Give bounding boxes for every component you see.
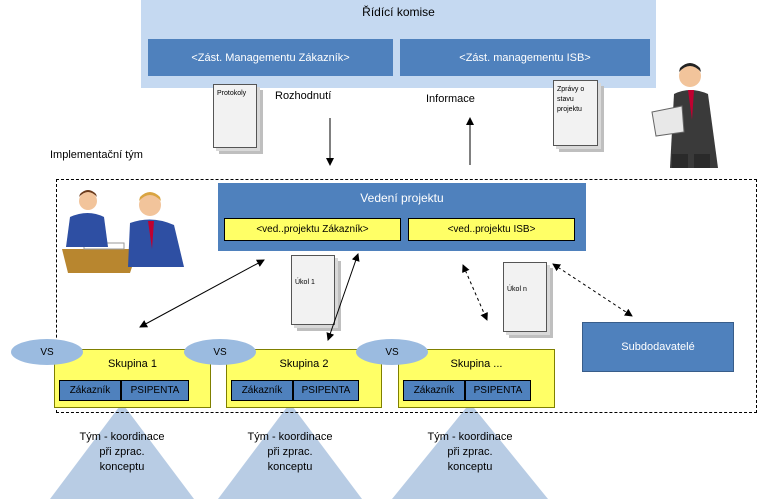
project-management-title: Vedení projektu <box>360 191 444 205</box>
steering-customer-box: <Zást. Managementu Zákazník> <box>148 39 393 76</box>
steering-title: Řídící komise <box>362 5 435 19</box>
informace-label: Informace <box>426 93 475 105</box>
ukoln-document: Úkol n <box>503 262 547 332</box>
triangle-2-line2: při zprac. <box>267 446 313 458</box>
group-2-psipenta-cell: PSIPENTA <box>293 380 359 401</box>
group-3-box: Skupina ... Zákazník PSIPENTA <box>398 349 555 408</box>
vs-badge-2: VS <box>184 339 256 365</box>
triangle-2-line1: Tým - koordinace <box>247 431 333 443</box>
group-1-title: Skupina 1 <box>108 358 157 370</box>
triangle-3-text: Tým - koordinace při zprac. konceptu <box>410 430 530 475</box>
triangle-3-line1: Tým - koordinace <box>427 431 513 443</box>
triangle-1-line1: Tým - koordinace <box>79 431 165 443</box>
triangle-3-line2: při zprac. <box>447 446 493 458</box>
triangle-1-text: Tým - koordinace při zprac. konceptu <box>62 430 182 475</box>
group-2-box: Skupina 2 Zákazník PSIPENTA <box>226 349 382 408</box>
implementation-team-label: Implementační tým <box>50 149 143 161</box>
triangle-2-text: Tým - koordinace při zprac. konceptu <box>230 430 350 475</box>
zpravy-document: Zprávy o stavu projektu <box>553 80 598 146</box>
rozhodnuti-label: Rozhodnutí <box>275 90 332 102</box>
pm-isb-box: <ved..projektu ISB> <box>408 218 575 241</box>
group-1-customer-cell: Zákazník <box>59 380 121 401</box>
protokoly-document: Protokoly <box>213 84 257 148</box>
triangle-2-line3: konceptu <box>267 461 313 473</box>
group-1-psipenta-cell: PSIPENTA <box>121 380 189 401</box>
triangle-1-line2: při zprac. <box>99 446 145 458</box>
triangle-3 <box>392 403 548 499</box>
presenter-person-icon <box>651 63 718 168</box>
vs-badge-3: VS <box>356 339 428 365</box>
group-3-title: Skupina ... <box>450 358 503 370</box>
triangle-1 <box>50 403 194 499</box>
implementation-team-boundary <box>56 179 757 413</box>
triangle-2 <box>218 403 362 499</box>
group-2-customer-cell: Zákazník <box>231 380 293 401</box>
steering-isb-box: <Zást. managementu ISB> <box>400 39 650 76</box>
pm-customer-box: <ved..projektu Zákazník> <box>224 218 401 241</box>
group-3-psipenta-cell: PSIPENTA <box>465 380 531 401</box>
triangle-1-line3: konceptu <box>99 461 145 473</box>
subcontractors-box: Subdodavatelé <box>582 322 734 372</box>
vs-badge-1: VS <box>11 339 83 365</box>
group-3-customer-cell: Zákazník <box>403 380 465 401</box>
triangle-3-line3: konceptu <box>447 461 493 473</box>
meeting-people-icon <box>62 190 184 273</box>
group-1-box: Skupina 1 Zákazník PSIPENTA <box>54 349 211 408</box>
group-2-title: Skupina 2 <box>279 358 329 370</box>
